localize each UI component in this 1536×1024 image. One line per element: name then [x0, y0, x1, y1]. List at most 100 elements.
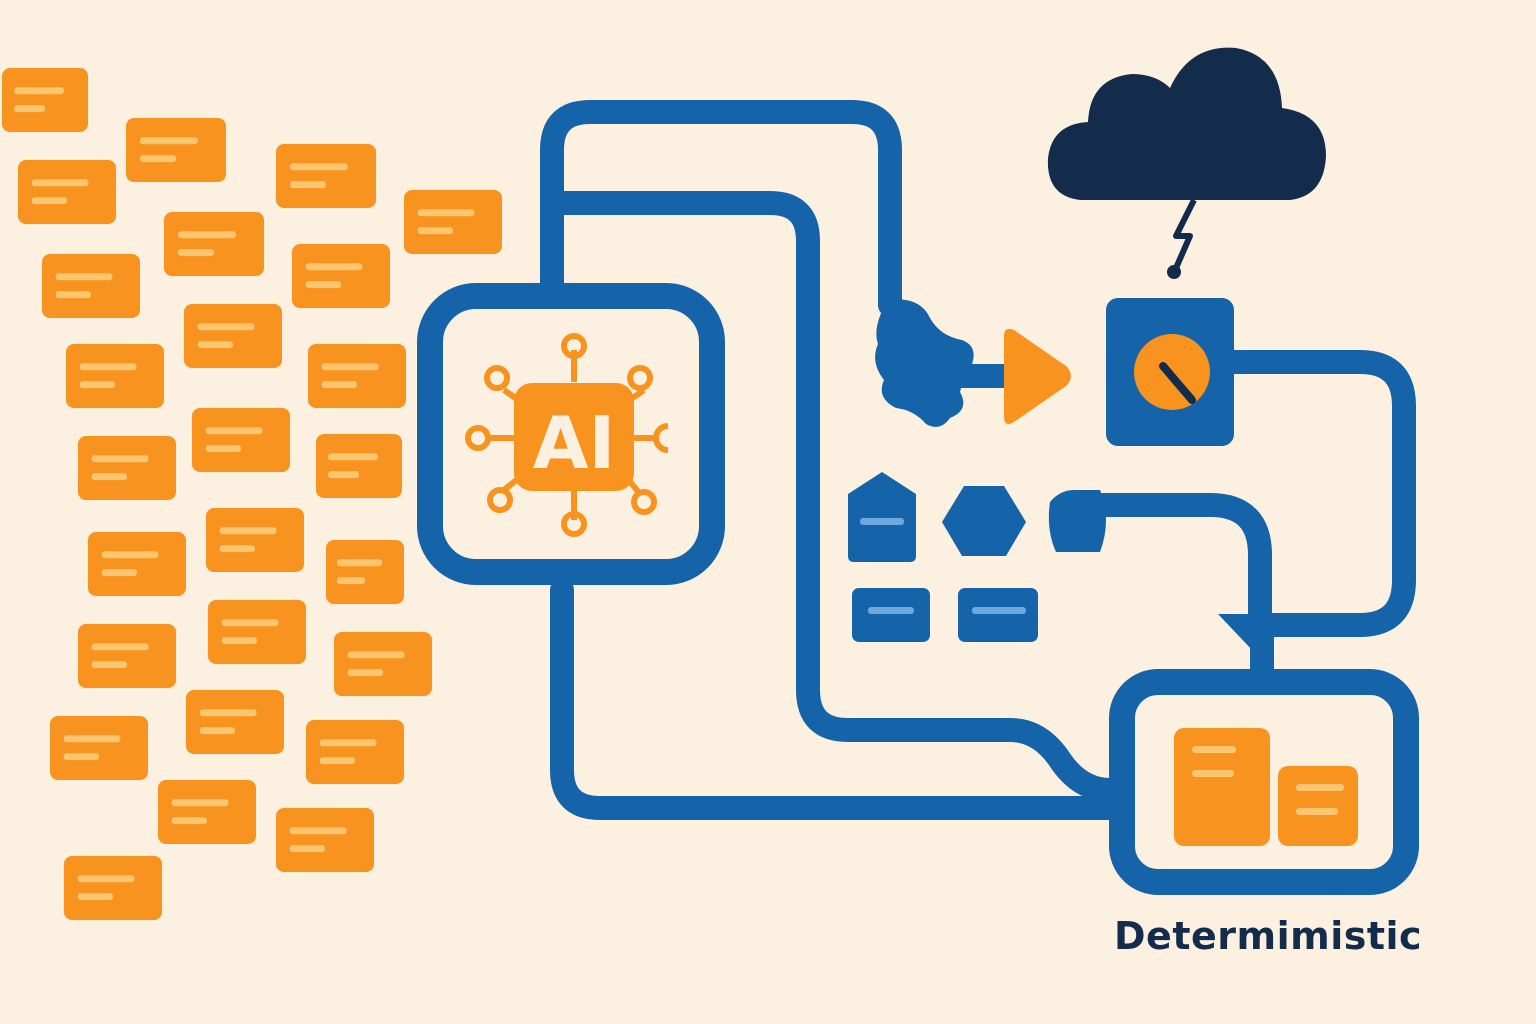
outer-loop-pipe [540, 100, 902, 317]
cloud-icon [1047, 47, 1326, 201]
message-card-line [305, 281, 341, 289]
message-card-line [101, 551, 159, 559]
message-card-line [347, 651, 405, 659]
message-card-cloud [2, 68, 502, 920]
message-card-line [101, 569, 137, 577]
message-card-icon [306, 720, 404, 784]
ai-chip-icon [465, 333, 669, 537]
message-card-line [91, 473, 127, 481]
message-card-icon [316, 434, 402, 498]
message-card-line [77, 893, 113, 901]
message-card-icon [206, 508, 304, 572]
connector-pipes [540, 100, 1416, 820]
message-card-line [79, 381, 115, 389]
message-card-line [305, 263, 363, 271]
message-card-line [336, 577, 365, 585]
message-card-line [328, 453, 378, 461]
message-card-line [140, 155, 176, 163]
message-card-icon [276, 144, 376, 208]
message-card-line [199, 709, 257, 717]
message-card-icon [64, 856, 162, 920]
message-card-icon [404, 190, 502, 254]
message-card-line [417, 209, 475, 217]
message-card-icon [276, 808, 374, 872]
message-card-line [79, 363, 137, 371]
message-card-line [91, 661, 127, 669]
message-card-icon [326, 540, 404, 604]
ink-splash-shape [875, 299, 974, 427]
message-card-icon [50, 716, 148, 780]
message-card-line [77, 875, 135, 883]
message-card-icon [184, 304, 282, 368]
inner-loop-pipe [540, 191, 1122, 802]
message-card-line [219, 527, 277, 535]
message-card-icon [2, 68, 88, 132]
message-card-icon [158, 780, 256, 844]
lightning-icon [1173, 198, 1197, 270]
message-card-icon [78, 624, 176, 688]
message-card-line [55, 291, 91, 299]
message-card-line [417, 227, 453, 235]
message-card-line [319, 739, 377, 747]
message-card-line [14, 87, 64, 95]
lightning-node [1167, 265, 1181, 279]
message-card-line [289, 827, 347, 835]
message-card-line [178, 231, 236, 239]
message-card-line [321, 363, 379, 371]
message-card-line [14, 105, 45, 113]
message-card-line [290, 163, 348, 171]
ai-chip-label: AI [533, 401, 616, 485]
message-card-icon [186, 690, 284, 754]
message-card-line [171, 817, 207, 825]
message-card-line [197, 341, 233, 349]
message-card-line [63, 735, 121, 743]
tag-block [1048, 490, 1106, 552]
feedback-pipe [1060, 493, 1272, 627]
message-card-line [140, 137, 198, 145]
message-card-line [91, 455, 149, 463]
document-icon [1174, 728, 1358, 846]
message-card-icon [42, 254, 140, 318]
message-card-icon [126, 118, 226, 182]
message-card-icon [88, 532, 186, 596]
message-card-icon [208, 600, 306, 664]
message-card-icon [308, 344, 406, 408]
message-card-icon [78, 436, 176, 500]
message-card-icon [18, 160, 116, 224]
message-card-line [289, 845, 325, 853]
house-block [848, 472, 916, 562]
message-card-line [205, 445, 241, 453]
message-card-line [205, 427, 263, 435]
message-card-icon [334, 632, 432, 696]
message-card-line [347, 669, 383, 677]
message-card-line [63, 753, 99, 761]
message-card-line [219, 545, 255, 553]
merge-arrowhead [1218, 614, 1264, 652]
message-card-line [290, 181, 326, 189]
hexagon-block [942, 486, 1026, 556]
message-card-line [336, 559, 383, 567]
small-blue-card [852, 588, 930, 642]
message-card-line [197, 323, 255, 331]
message-card-icon [66, 344, 164, 408]
message-card-line [319, 757, 355, 765]
message-card-line [91, 643, 149, 651]
message-card-icon [192, 408, 290, 472]
valve-gauge-icon [1134, 334, 1210, 410]
right-loop-pipe [1222, 350, 1416, 682]
play-arrow-icon [1004, 328, 1071, 424]
message-card-icon [164, 212, 264, 276]
message-card-line [221, 619, 279, 627]
message-card-line [178, 249, 214, 257]
message-card-line [321, 381, 357, 389]
message-card-line [31, 179, 89, 187]
deterministic-caption: Determimistic [1114, 914, 1423, 958]
blue-block-cluster [848, 472, 1106, 642]
bottom-pipe [550, 578, 1124, 820]
small-blue-card [958, 588, 1038, 642]
message-card-line [55, 273, 113, 281]
message-card-line [328, 471, 359, 479]
message-card-line [199, 727, 235, 735]
message-card-icon [292, 244, 390, 308]
